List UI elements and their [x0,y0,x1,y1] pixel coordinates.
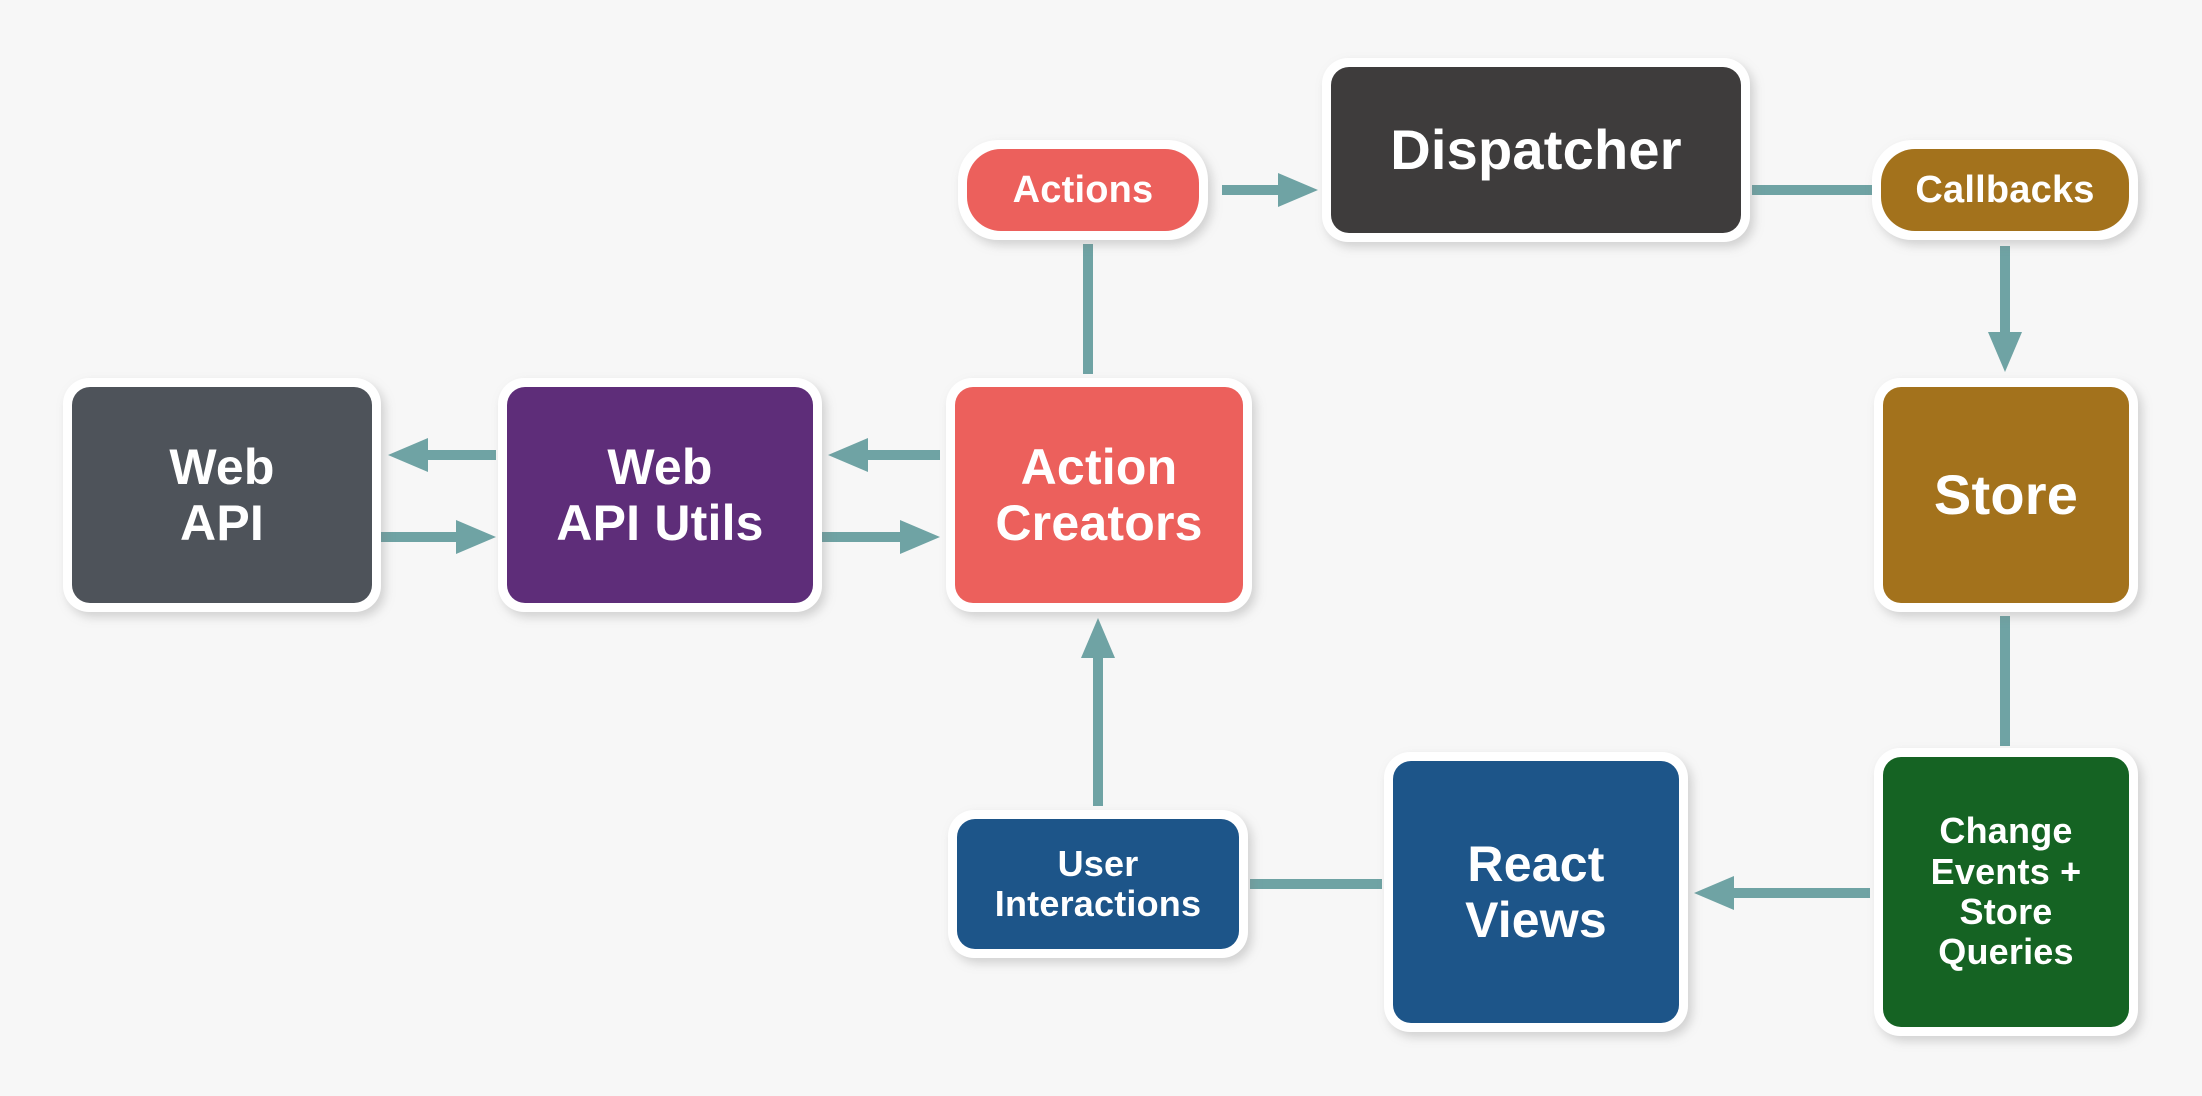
edge-callbacks-to-store [1988,246,2022,372]
edge-actions-to-dispatcher [1222,173,1318,207]
edge-web-api-utils-to-web-api [388,438,496,472]
edge-change-events-to-react-views [1694,876,1870,910]
node-callbacks[interactable]: Callbacks [1872,140,2138,240]
node-store[interactable]: Store [1874,378,2138,612]
edge-web-api-to-web-api-utils [380,520,496,554]
edge-action-creators-to-web-api-utils [828,438,940,472]
edge-user-interactions-to-action-creators [1081,618,1115,806]
node-dispatcher[interactable]: Dispatcher [1322,58,1750,242]
node-label-callbacks: Callbacks [1881,149,2129,231]
edge-web-api-utils-to-action-creators [820,520,940,554]
node-label-dispatcher: Dispatcher [1331,67,1741,233]
node-actions[interactable]: Actions [958,140,1208,240]
node-label-store: Store [1883,387,2129,603]
node-label-actions: Actions [967,149,1199,231]
